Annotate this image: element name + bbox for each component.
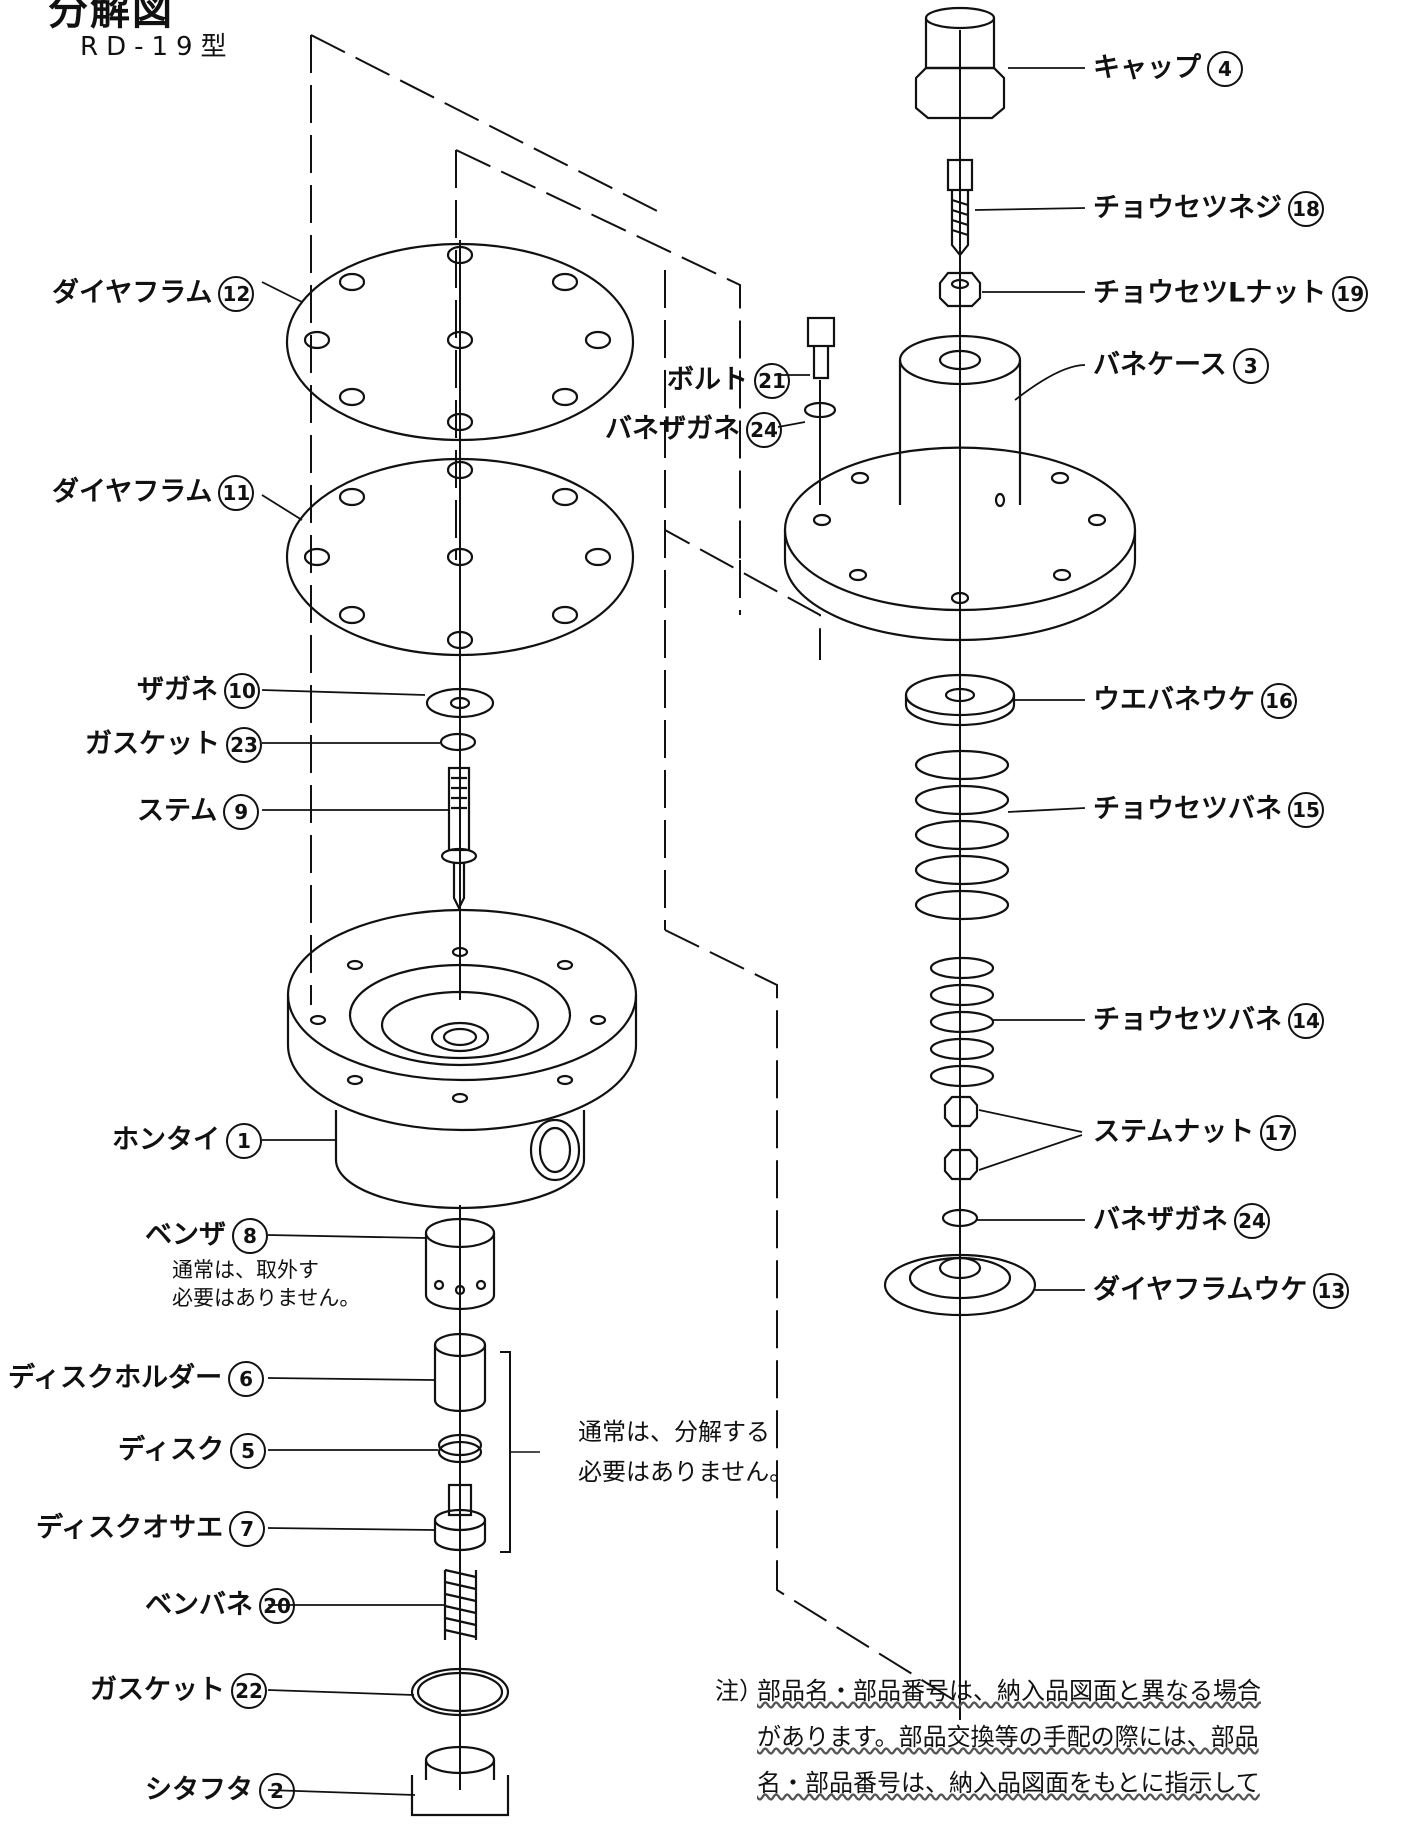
stem-9-drawing [440, 766, 478, 911]
adjust-l-nut-19-drawing [938, 271, 982, 308]
part-number-badge: 15 [1288, 792, 1324, 828]
part-number-badge: 8 [232, 1218, 268, 1254]
footnote-line: 名・部品番号は、納入品図面をもとに指示して [757, 1769, 1260, 1797]
footnote: 注） 部品名・部品番号は、納入品図面と異なる場合 があります。部品交換等の手配の… [715, 1668, 1261, 1806]
part-number-badge: 10 [224, 673, 260, 709]
part-number-badge: 24 [746, 412, 782, 448]
part-number-badge: 1 [226, 1123, 262, 1159]
cap-4-drawing [914, 6, 1006, 120]
part-number-badge: 20 [259, 1588, 295, 1624]
part-number-badge: 7 [229, 1511, 266, 1547]
valve-spring-20-drawing [443, 1568, 478, 1640]
disassembly-note-line: 必要はありません。 [578, 1458, 794, 1486]
disc-retainer-7-drawing [433, 1483, 487, 1552]
part-number-badge: 3 [1232, 348, 1269, 384]
part-number-badge: 22 [231, 1673, 267, 1709]
part-number-badge: 18 [1288, 191, 1324, 227]
gasket-23-drawing [439, 732, 477, 752]
part-number-badge: 12 [218, 276, 255, 312]
part-number-badge: 6 [228, 1361, 265, 1397]
valve-seat-note-line: 通常は、取外す [172, 1258, 319, 1282]
stem-nut-17-drawing [943, 1095, 979, 1181]
part-number-badge: 9 [223, 794, 260, 830]
footnote-mark: 注） [715, 1677, 763, 1705]
model-number: RD-19型 [80, 32, 235, 62]
valve-seat-note: 通常は、取外す 必要はありません。 [172, 1256, 360, 1312]
part-number-badge: 4 [1207, 51, 1243, 87]
part-number-badge: 5 [230, 1433, 267, 1469]
footnote-line: があります。部品交換等の手配の際には、部品 [757, 1723, 1259, 1751]
disc-holder-6-drawing [433, 1332, 487, 1413]
part-number-badge: 24 [1234, 1203, 1270, 1239]
bolt-21-drawing [806, 316, 836, 380]
part-number-badge: 2 [259, 1773, 295, 1809]
page-title: 分解図 [48, 0, 174, 34]
body-1-drawing [286, 908, 638, 1210]
assembly-dashed-lines [310, 34, 963, 1706]
disc-5-drawing [437, 1433, 483, 1464]
part-number-badge: 14 [1288, 1003, 1324, 1039]
upper-spring-seat-16-drawing [904, 673, 1016, 727]
adjust-screw-18-drawing [946, 158, 974, 257]
footnote-line: 部品名・部品番号は、納入品図面と異なる場合 [757, 1677, 1261, 1705]
disassembly-note-line: 通常は、分解する [578, 1418, 770, 1446]
washer-10-drawing [425, 687, 495, 719]
part-number-badge: 19 [1332, 276, 1369, 312]
part-number-badge: 23 [226, 727, 262, 763]
part-number-badge: 17 [1260, 1115, 1297, 1151]
valve-seat-8-drawing [424, 1217, 496, 1311]
part-number-badge: 13 [1313, 1273, 1350, 1309]
gasket-22-drawing [410, 1667, 510, 1717]
valve-seat-note-line: 必要はありません。 [172, 1286, 361, 1310]
adjust-spring-14-drawing [929, 956, 995, 1088]
part-number-badge: 11 [218, 475, 255, 511]
adjust-spring-15-drawing [914, 749, 1010, 921]
spring-case-3-drawing [783, 334, 1137, 642]
spring-washer-24-bottom-drawing [941, 1208, 979, 1228]
part-number-badge: 16 [1261, 683, 1297, 719]
leader-lines [261, 67, 1086, 1796]
part-number-badge: 21 [754, 363, 790, 399]
diaphragm-seat-13-drawing [883, 1253, 1037, 1317]
disassembly-note: 通常は、分解する 必要はありません。 [578, 1412, 793, 1492]
